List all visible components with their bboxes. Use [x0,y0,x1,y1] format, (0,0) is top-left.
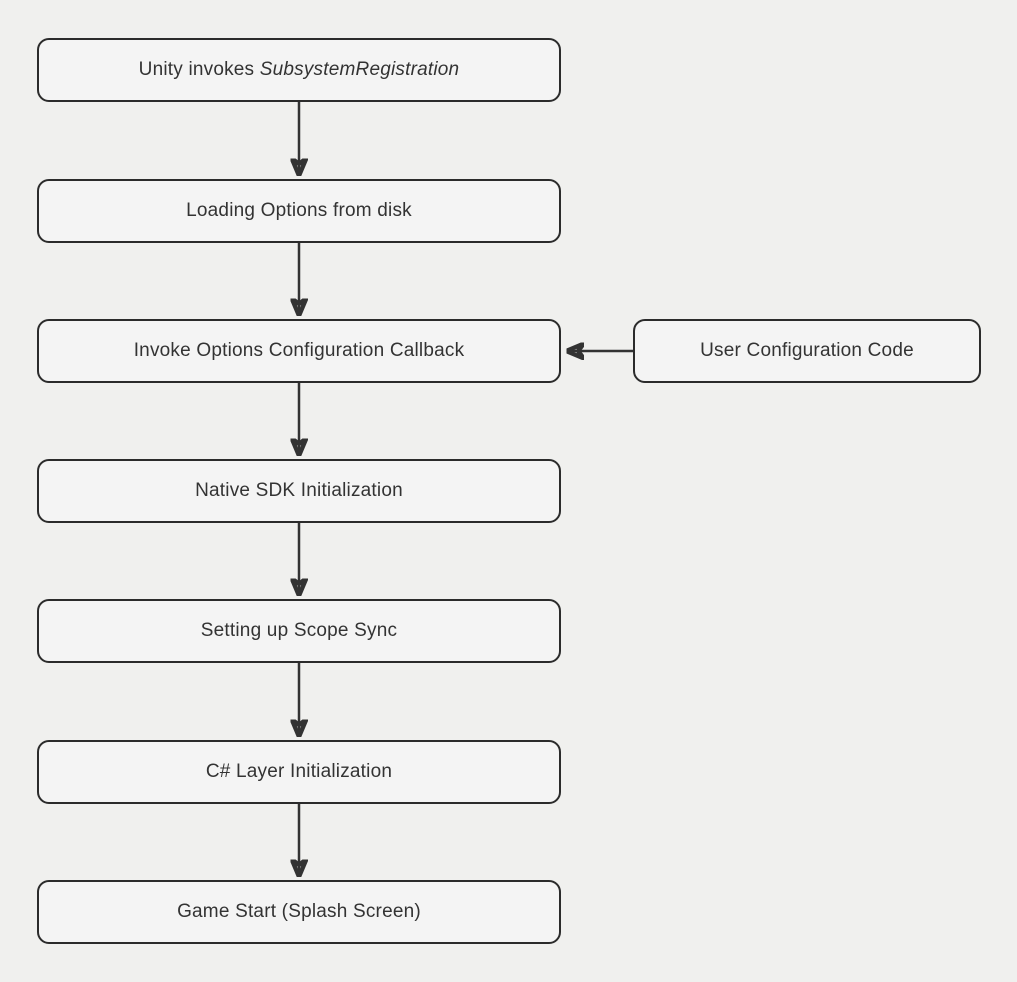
node-label: Invoke Options Configuration Callback [133,340,465,361]
node-label: C# Layer Initialization [205,761,393,782]
node-label: Setting up Scope Sync [200,620,398,641]
node-label: Native SDK Initialization [195,480,403,501]
node-csharp-layer-initialization: C# Layer Initialization [37,740,561,804]
node-invoke-options-configuration-callback: Invoke Options Configuration Callback [37,319,561,383]
node-unity-invokes-subsystemregistration: Unity invokes SubsystemRegistration [37,38,561,102]
node-label: Game Start (Splash Screen) [177,901,421,922]
node-setting-up-scope-sync: Setting up Scope Sync [37,599,561,663]
node-label: User Configuration Code [700,340,914,361]
node-native-sdk-initialization: Native SDK Initialization [37,459,561,523]
node-label: Loading Options from disk [186,200,412,221]
node-game-start-splash-screen: Game Start (Splash Screen) [37,880,561,944]
node-user-configuration-code: User Configuration Code [633,319,981,383]
node-label: Unity invokes SubsystemRegistration [138,59,460,80]
node-loading-options-from-disk: Loading Options from disk [37,179,561,243]
